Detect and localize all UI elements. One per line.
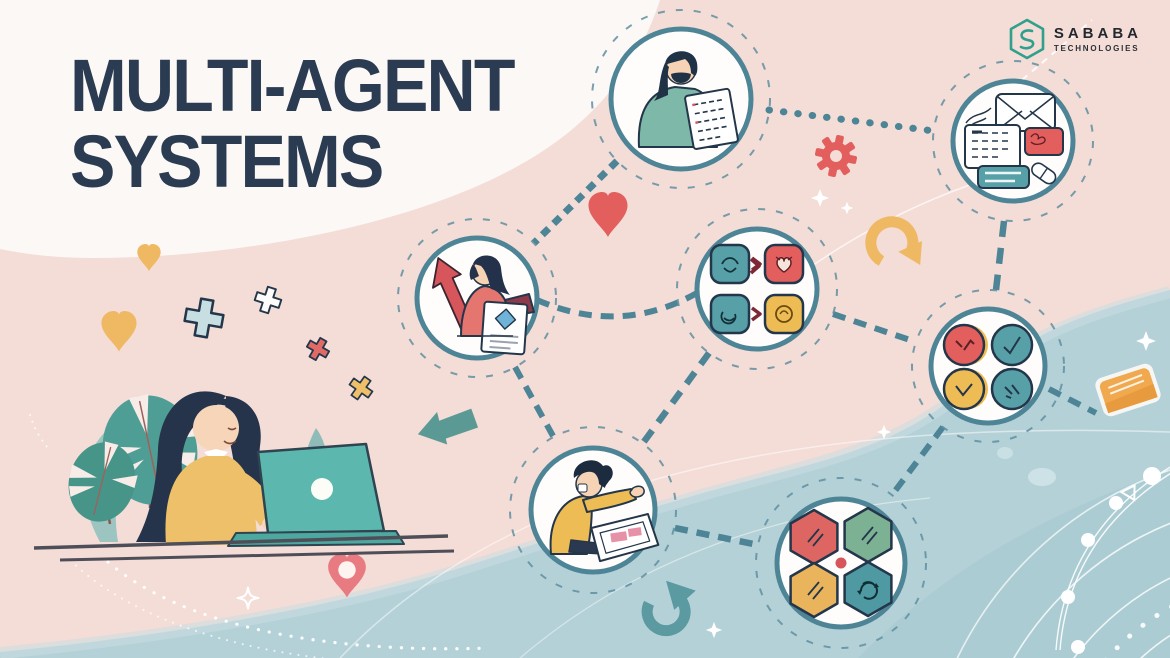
node-status-circles	[911, 289, 1065, 443]
concentric-arcs	[956, 447, 1170, 658]
node-agent-presenter	[509, 426, 677, 594]
agent-tile-yellow	[763, 293, 805, 335]
heart-icon	[137, 244, 161, 271]
presentation-board	[590, 513, 660, 563]
curved-arrow-icon	[865, 216, 923, 266]
plus-icon	[183, 297, 225, 339]
woman-front-hair	[193, 397, 241, 422]
connection-dashed	[640, 351, 712, 445]
hexagon-teal-sync	[843, 560, 893, 618]
agent-hair	[573, 460, 613, 488]
desk	[33, 534, 455, 562]
brand-logo: SABABA TECHNOLOGIES	[1008, 18, 1142, 60]
status-circle-teal	[990, 367, 1034, 411]
status-circle-yellow	[942, 367, 986, 411]
agent-hand	[629, 485, 645, 498]
logo-name: SABABA	[1053, 25, 1142, 42]
dotted-arc	[29, 414, 492, 658]
connection-dashed	[674, 524, 759, 549]
agent-tile-teal	[709, 293, 751, 335]
gear-icon	[814, 134, 858, 178]
star-icon	[705, 189, 1156, 639]
node-messages-documents	[932, 60, 1094, 222]
center-dot	[835, 557, 847, 569]
hexagon-green	[843, 506, 893, 564]
agent-tile-teal	[709, 243, 751, 285]
agent-hair	[473, 255, 510, 295]
status-circle-coral	[942, 323, 986, 367]
connection-dotted	[765, 106, 938, 135]
agent-hair	[665, 51, 698, 76]
refresh-arrow-icon	[641, 580, 696, 637]
connection-stub	[1047, 386, 1098, 416]
notebook-icon	[1095, 363, 1161, 417]
logo-subtitle: TECHNOLOGIES	[1053, 44, 1140, 53]
hexagon-coral	[789, 508, 839, 566]
hexagon-yellow	[789, 561, 839, 619]
woman-head	[193, 405, 239, 451]
hexagon-s-logo-icon	[1009, 18, 1045, 60]
sparkle-icon	[236, 586, 260, 610]
note-card-icon	[1024, 127, 1064, 156]
teal-card-icon	[977, 165, 1030, 189]
woman-typing-on-laptop	[33, 391, 455, 562]
node-task-hexagons	[755, 477, 927, 649]
node-agent-tile-pairs	[676, 208, 838, 370]
network-connections	[512, 106, 1098, 549]
connection-beaded	[531, 158, 620, 246]
agent-beard	[671, 72, 691, 83]
plus-icon	[253, 285, 283, 315]
woman-hair	[136, 391, 226, 542]
report-document	[480, 300, 529, 356]
status-circle-teal	[990, 323, 1034, 367]
title-line-1: MULTI-AGENT	[70, 44, 515, 127]
white-top-wave	[0, 0, 660, 258]
agent-arm	[582, 488, 637, 513]
plus-icon	[348, 375, 374, 401]
heart-icon	[101, 311, 137, 352]
laptop-logo	[311, 478, 333, 500]
node-agent-report	[397, 218, 557, 378]
plus-icon	[305, 336, 331, 362]
node-agent-checklist	[591, 9, 771, 189]
connection-dashed	[992, 220, 1008, 291]
checklist-document	[684, 87, 739, 150]
heart-icon	[588, 192, 628, 237]
left-arrow-icon	[417, 408, 479, 445]
heart-donut-icon	[328, 554, 366, 598]
connection-dashed	[832, 311, 917, 345]
decorations	[29, 19, 1161, 658]
pill-icon	[1031, 162, 1057, 185]
page-title: MULTI-AGENT SYSTEMS	[70, 44, 515, 203]
connection-dashed	[889, 425, 946, 497]
document-icon	[964, 124, 1021, 169]
title-line-2: SYSTEMS	[70, 120, 384, 203]
